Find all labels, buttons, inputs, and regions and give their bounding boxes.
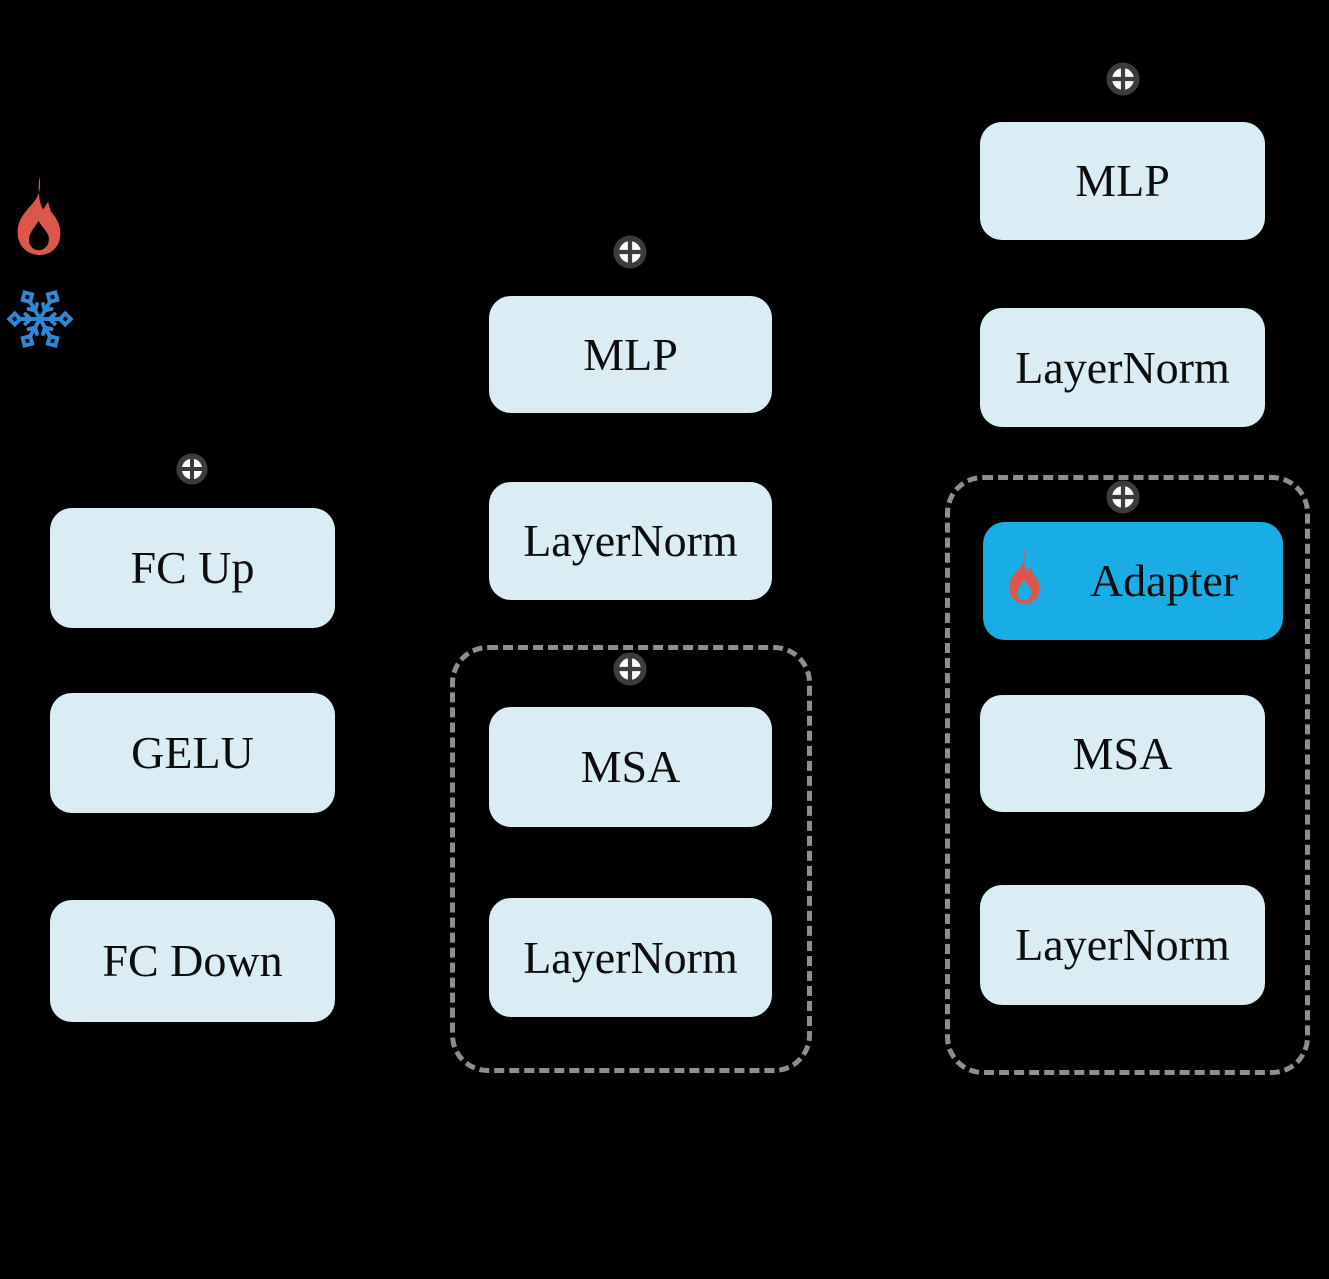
block-msa: MSA: [489, 707, 772, 827]
block-label: LayerNorm: [523, 515, 738, 566]
circled-plus-icon: [613, 235, 647, 274]
fire-icon: [10, 177, 67, 262]
block-label: LayerNorm: [523, 931, 738, 983]
fire-icon: [1003, 549, 1045, 613]
block-label: MSA: [580, 741, 681, 792]
block-label: GELU: [131, 727, 254, 778]
block-layernorm: LayerNorm: [489, 482, 772, 600]
dashed-group-attention: [450, 645, 812, 1073]
block-layernorm: LayerNorm: [980, 885, 1265, 1005]
block-label: LayerNorm: [1015, 919, 1230, 970]
block-label: Adapter: [1089, 555, 1239, 606]
block-fc-up: FC Up: [50, 508, 335, 628]
block-label: FC Down: [102, 935, 283, 986]
circled-plus-icon: [176, 453, 208, 490]
dashed-group-adapter-attention: [945, 475, 1310, 1075]
block-adapter: Adapter: [983, 522, 1283, 640]
block-mlp: MLP: [489, 296, 772, 413]
block-layernorm: LayerNorm: [489, 898, 772, 1017]
block-label: MLP: [583, 328, 678, 380]
circled-plus-icon: [613, 652, 647, 691]
circled-plus-icon: [1106, 480, 1140, 519]
block-msa: MSA: [980, 695, 1265, 812]
block-label: FC Up: [130, 542, 255, 593]
block-gelu: GELU: [50, 693, 335, 813]
circled-plus-icon: [1106, 62, 1140, 101]
block-mlp: MLP: [980, 122, 1265, 240]
block-label: LayerNorm: [1015, 341, 1230, 393]
block-layernorm: LayerNorm: [980, 308, 1265, 427]
block-label: MLP: [1075, 155, 1170, 206]
snowflake-icon: [5, 287, 75, 356]
block-label: MSA: [1072, 727, 1173, 779]
block-fc-down: FC Down: [50, 900, 335, 1022]
